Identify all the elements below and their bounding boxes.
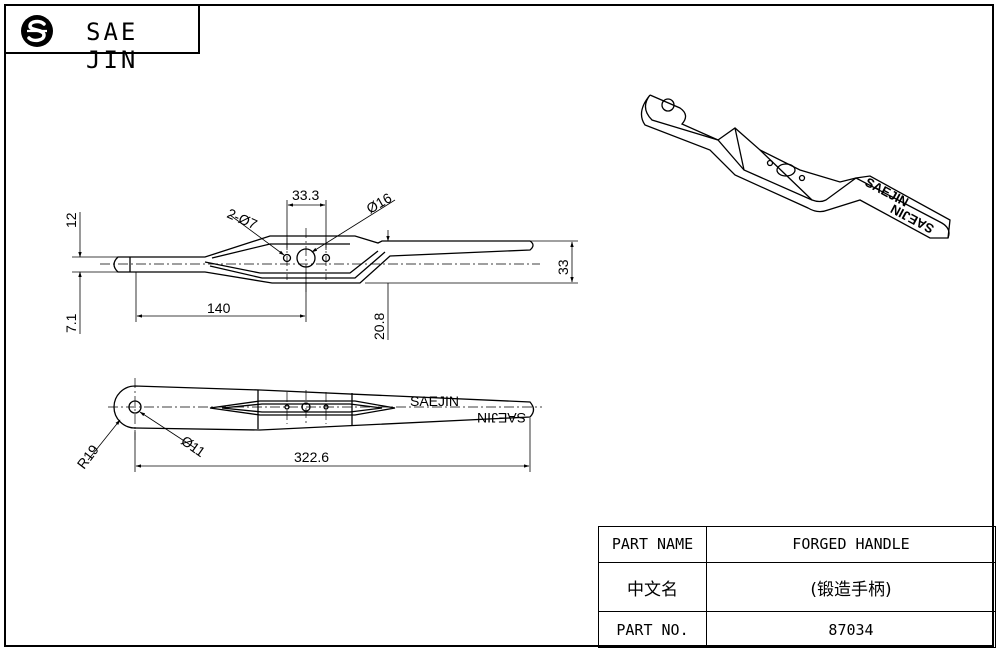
iso-mark-front: SAEJIN <box>863 174 912 209</box>
dim-322-6: 322.6 <box>294 449 329 465</box>
dim-33: 33 <box>555 259 571 275</box>
iso-mark-back: SAEJIN <box>888 201 937 236</box>
title-key-part-name: PART NAME <box>598 526 707 563</box>
top-view-centerlines <box>108 378 542 440</box>
dim-140: 140 <box>207 300 231 316</box>
top-view-mark-back: SAEJIN <box>477 410 526 426</box>
title-value-part-no: 87034 <box>706 611 996 648</box>
isometric-markings: SAEJIN SAEJIN <box>863 174 937 236</box>
title-key-part-no: PART NO. <box>598 611 707 648</box>
front-view <box>113 235 534 284</box>
isometric-view <box>640 94 951 239</box>
title-row-chinese-name: 中文名 (锻造手柄) <box>598 561 996 613</box>
title-key-chinese-name: 中文名 <box>598 561 707 613</box>
title-value-chinese-name: (锻造手柄) <box>706 561 996 613</box>
title-value-part-name: FORGED HANDLE <box>706 526 996 563</box>
dim-7-1: 7.1 <box>63 313 79 333</box>
dimension-labels: 12 7.1 140 2-Ø7 33.3 Ø16 33 20.8 R19 Ø11… <box>63 187 571 472</box>
logo-text: SAE JIN <box>86 18 139 74</box>
front-view-dimension-lines <box>72 199 578 340</box>
title-block: PART NAME FORGED HANDLE 中文名 (锻造手柄) PART … <box>598 526 996 648</box>
dim-2-7: 2-Ø7 <box>225 205 260 232</box>
top-view-mark-front: SAEJIN <box>410 393 459 409</box>
dim-33-3: 33.3 <box>292 187 319 203</box>
top-view <box>113 385 535 431</box>
dim-11: Ø11 <box>178 432 208 460</box>
sj-logo-icon <box>21 15 53 47</box>
dim-16: Ø16 <box>364 189 395 216</box>
logo-box: SAE JIN <box>4 4 200 74</box>
title-row-part-name: PART NAME FORGED HANDLE <box>598 526 996 563</box>
dim-r19: R19 <box>74 441 102 471</box>
top-view-dimension-lines <box>87 411 531 472</box>
title-row-part-no: PART NO. 87034 <box>598 611 996 648</box>
drawing-frame <box>4 4 994 647</box>
dim-20-8: 20.8 <box>371 313 387 340</box>
dim-12: 12 <box>63 212 79 228</box>
